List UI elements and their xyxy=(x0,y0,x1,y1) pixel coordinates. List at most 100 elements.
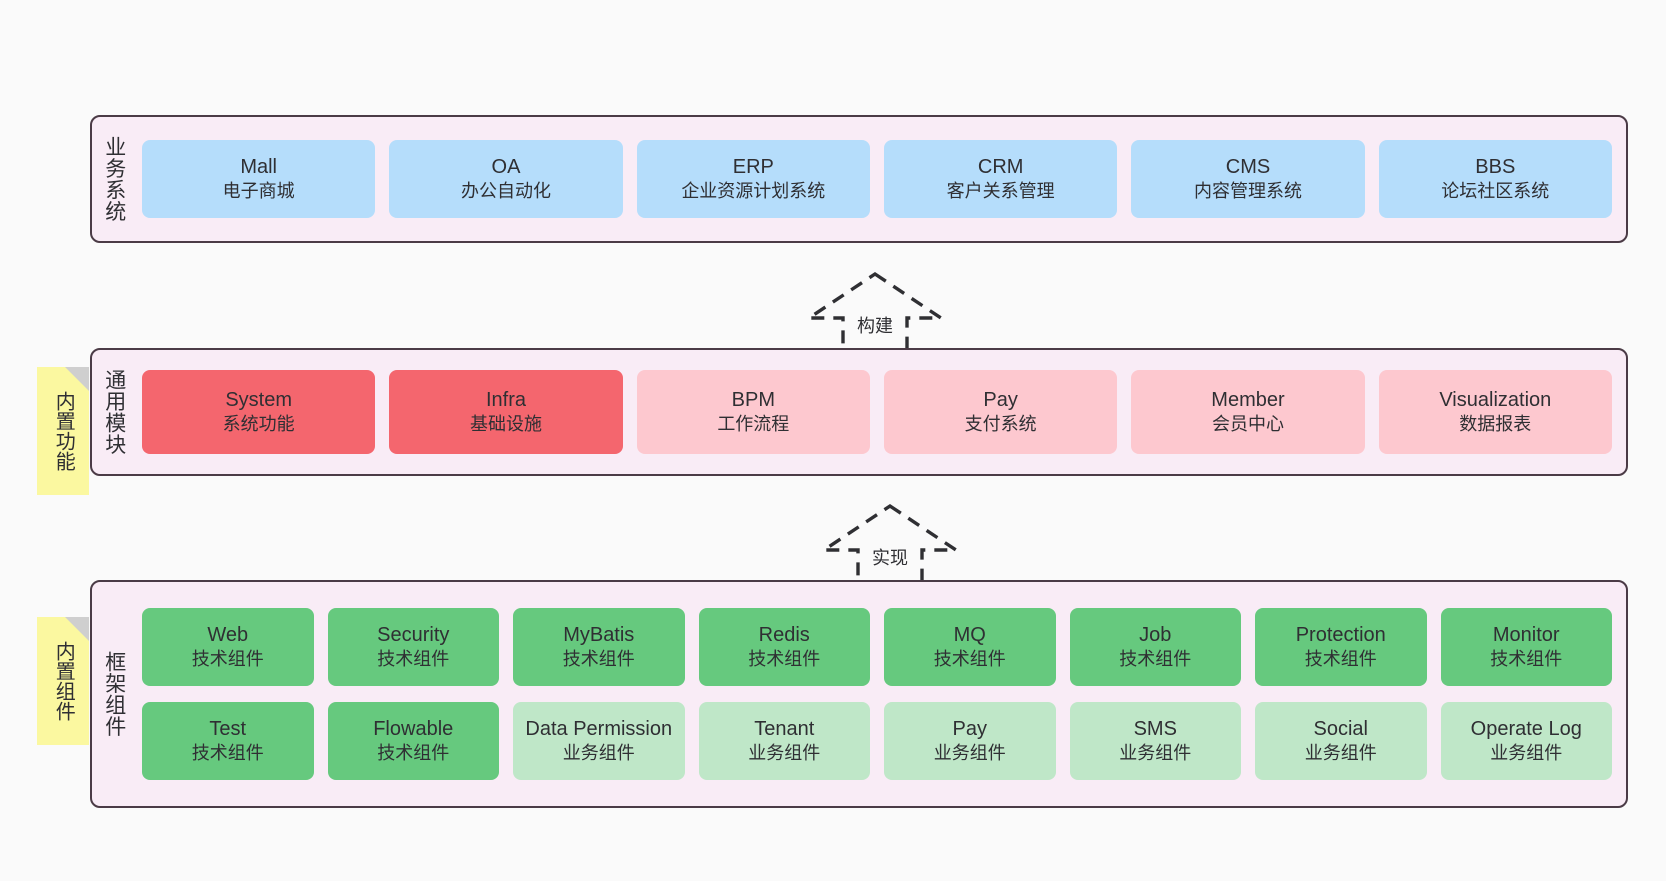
note-label: 内置组件 xyxy=(52,641,75,721)
card-title: Operate Log xyxy=(1470,717,1582,740)
card-row: Web 技术组件 Security 技术组件 MyBatis 技术组件 Redi… xyxy=(142,608,1612,686)
connector-implement-arrow: 实现 xyxy=(815,500,965,590)
card-tenant[interactable]: Tenant 业务组件 xyxy=(698,702,870,780)
card-job[interactable]: Job 技术组件 xyxy=(1069,608,1241,686)
card-subtitle: 技术组件 xyxy=(377,649,450,670)
card-subtitle: 技术组件 xyxy=(933,649,1006,670)
layer-body-framework-component: Web 技术组件 Security 技术组件 MyBatis 技术组件 Redi… xyxy=(136,582,1626,806)
card-subtitle: 技术组件 xyxy=(1490,649,1563,670)
card-row: Mall 电子商城 OA 办公自动化 ERP 企业资源计划系统 CRM 客户关系… xyxy=(142,140,1612,218)
card-title: OA xyxy=(491,155,521,178)
layer-title-common-module: 通用模块 xyxy=(102,369,126,455)
card-title: MQ xyxy=(953,623,986,646)
card-subtitle: 工作流程 xyxy=(717,414,790,435)
card-title: Test xyxy=(209,717,247,740)
card-subtitle: 基础设施 xyxy=(469,414,542,435)
layer-framework-component: 框架组件 Web 技术组件 Security 技术组件 MyBatis 技术组件… xyxy=(90,580,1628,808)
card-title: Monitor xyxy=(1492,623,1560,646)
card-title: MyBatis xyxy=(563,623,635,646)
card-subtitle: 业务组件 xyxy=(748,743,821,764)
card-mq[interactable]: MQ 技术组件 xyxy=(884,608,1056,686)
card-subtitle: 技术组件 xyxy=(1304,649,1377,670)
connector-build-arrow: 构建 xyxy=(800,268,950,358)
card-title: Pay xyxy=(983,388,1018,411)
card-social[interactable]: Social 业务组件 xyxy=(1255,702,1427,780)
card-subtitle: 会员中心 xyxy=(1211,414,1284,435)
card-title: Web xyxy=(207,623,249,646)
note-fold-corner xyxy=(65,617,89,641)
card-subtitle: 业务组件 xyxy=(1304,743,1377,764)
card-web[interactable]: Web 技术组件 xyxy=(142,608,314,686)
card-subtitle: 内容管理系统 xyxy=(1193,181,1302,202)
card-infra[interactable]: Infra 基础设施 xyxy=(389,370,623,454)
card-subtitle: 业务组件 xyxy=(933,743,1006,764)
card-subtitle: 论坛社区系统 xyxy=(1441,181,1550,202)
card-title: Tenant xyxy=(754,717,815,740)
card-subtitle: 企业资源计划系统 xyxy=(681,181,826,202)
card-monitor[interactable]: Monitor 技术组件 xyxy=(1440,608,1612,686)
card-subtitle: 技术组件 xyxy=(191,743,264,764)
card-subtitle: 技术组件 xyxy=(191,649,264,670)
card-subtitle: 业务组件 xyxy=(562,743,635,764)
card-subtitle: 办公自动化 xyxy=(460,181,551,202)
connector-build-label: 构建 xyxy=(857,316,893,336)
card-erp[interactable]: ERP 企业资源计划系统 xyxy=(636,140,870,218)
card-subtitle: 技术组件 xyxy=(562,649,635,670)
card-protection[interactable]: Protection 技术组件 xyxy=(1255,608,1427,686)
layer-common-module: 通用模块 System 系统功能 Infra 基础设施 BPM 工作流程 Pay… xyxy=(90,348,1628,476)
card-subtitle: 数据报表 xyxy=(1459,414,1532,435)
card-security[interactable]: Security 技术组件 xyxy=(327,608,499,686)
card-redis[interactable]: Redis 技术组件 xyxy=(698,608,870,686)
card-title: Social xyxy=(1313,717,1368,740)
note-builtin-component: 内置组件 xyxy=(37,617,89,745)
card-bbs[interactable]: BBS 论坛社区系统 xyxy=(1378,140,1612,218)
card-oa[interactable]: OA 办公自动化 xyxy=(389,140,623,218)
card-subtitle: 技术组件 xyxy=(1119,649,1192,670)
note-label: 内置功能 xyxy=(52,391,75,471)
card-cms[interactable]: CMS 内容管理系统 xyxy=(1131,140,1365,218)
card-subtitle: 系统功能 xyxy=(222,414,295,435)
layer-body-business-system: Mall 电子商城 OA 办公自动化 ERP 企业资源计划系统 CRM 客户关系… xyxy=(136,117,1626,241)
card-title: Infra xyxy=(485,388,526,411)
card-member[interactable]: Member 会员中心 xyxy=(1131,370,1365,454)
card-row: Test 技术组件 Flowable 技术组件 Data Permission … xyxy=(142,702,1612,780)
card-visualization[interactable]: Visualization 数据报表 xyxy=(1378,370,1612,454)
note-fold-corner xyxy=(65,367,89,391)
card-bpm[interactable]: BPM 工作流程 xyxy=(636,370,870,454)
card-subtitle: 业务组件 xyxy=(1119,743,1192,764)
card-operate-log[interactable]: Operate Log 业务组件 xyxy=(1440,702,1612,780)
card-title: Security xyxy=(377,623,450,646)
card-pay[interactable]: Pay 支付系统 xyxy=(883,370,1118,454)
card-title: Protection xyxy=(1295,623,1386,646)
card-title: Flowable xyxy=(373,717,454,740)
card-subtitle: 客户关系管理 xyxy=(946,181,1055,202)
card-title: Visualization xyxy=(1439,388,1552,411)
card-title: ERP xyxy=(732,155,774,178)
card-title: Job xyxy=(1139,623,1172,646)
card-title: BBS xyxy=(1475,155,1516,178)
layer-title-framework-component: 框架组件 xyxy=(102,651,126,737)
card-data-permission[interactable]: Data Permission 业务组件 xyxy=(513,702,685,780)
card-title: Member xyxy=(1211,388,1285,411)
card-title: CMS xyxy=(1225,155,1271,178)
card-title: Mall xyxy=(240,155,277,178)
layer-business-system: 业务系统 Mall 电子商城 OA 办公自动化 ERP 企业资源计划系统 CRM… xyxy=(90,115,1628,243)
card-subtitle: 业务组件 xyxy=(1490,743,1563,764)
card-title: BPM xyxy=(731,388,775,411)
card-title: SMS xyxy=(1133,717,1177,740)
card-sms[interactable]: SMS 业务组件 xyxy=(1069,702,1241,780)
card-flowable[interactable]: Flowable 技术组件 xyxy=(327,702,499,780)
card-row: System 系统功能 Infra 基础设施 BPM 工作流程 Pay 支付系统… xyxy=(142,370,1612,454)
card-crm[interactable]: CRM 客户关系管理 xyxy=(883,140,1118,218)
card-mall[interactable]: Mall 电子商城 xyxy=(142,140,376,218)
card-system[interactable]: System 系统功能 xyxy=(142,370,376,454)
card-test[interactable]: Test 技术组件 xyxy=(142,702,314,780)
card-subtitle: 技术组件 xyxy=(748,649,821,670)
layer-title-business-system: 业务系统 xyxy=(102,136,126,222)
card-subtitle: 电子商城 xyxy=(222,181,295,202)
connector-implement-label: 实现 xyxy=(872,548,908,568)
card-title: System xyxy=(225,388,292,411)
card-mybatis[interactable]: MyBatis 技术组件 xyxy=(513,608,685,686)
card-pay-business[interactable]: Pay 业务组件 xyxy=(884,702,1056,780)
